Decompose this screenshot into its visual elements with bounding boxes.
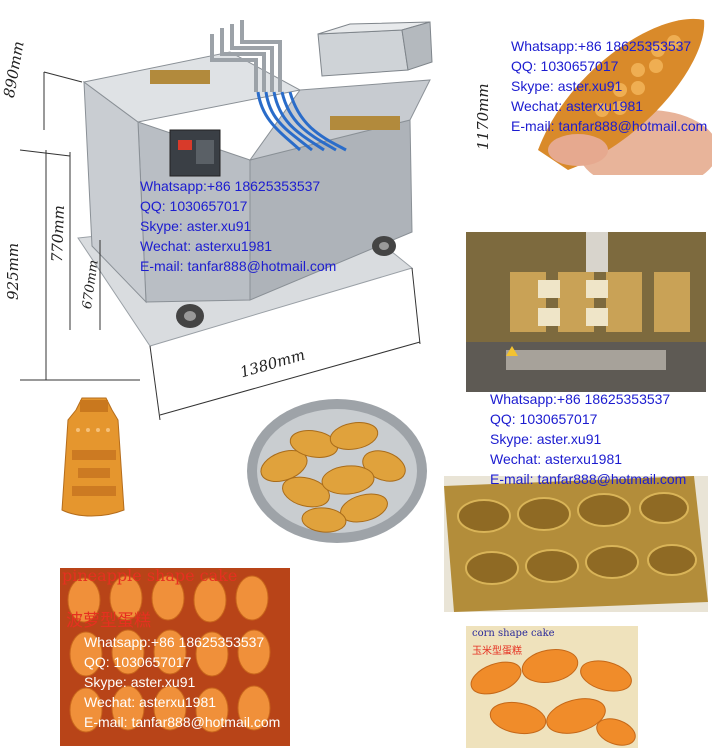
- contact-email: E-mail: tanfar888@hotmail.com: [140, 258, 337, 274]
- caption-pineapple-cn: 波萝型蛋糕: [66, 611, 151, 631]
- contact-skype: Skype: aster.xu91: [511, 78, 623, 94]
- contact-qq: QQ: 1030657017: [84, 654, 192, 670]
- dim-height-left: 925mm: [4, 242, 22, 300]
- dim-height-total: 1170mm: [474, 83, 492, 150]
- contact-email: E-mail: tanfar888@hotmail.com: [511, 118, 708, 134]
- contact-qq: QQ: 1030657017: [490, 411, 598, 427]
- photo-fish-mould-tray: [444, 476, 708, 612]
- pineapple-cake-piece: [61, 397, 125, 517]
- contact-wechat: Wechat: asterxu1981: [511, 98, 644, 114]
- photo-mould-depositor: [466, 232, 706, 392]
- contact-email: E-mail: tanfar888@hotmail.com: [84, 714, 281, 730]
- contact-skype: Skype: aster.xu91: [490, 431, 602, 447]
- contact-block-mid-right: Whatsapp:+86 18625353537 QQ: 1030657017 …: [490, 389, 686, 489]
- contact-wechat: Wechat: asterxu1981: [84, 694, 217, 710]
- contact-qq: QQ: 1030657017: [140, 198, 248, 214]
- contact-skype: Skype: aster.xu91: [84, 674, 196, 690]
- contact-qq: QQ: 1030657017: [511, 58, 619, 74]
- contact-wechat: Wechat: asterxu1981: [140, 238, 273, 254]
- caption-corn-cn: 玉米型蛋糕: [472, 646, 522, 657]
- caption-pineapple-en: pineapple shape cake: [62, 566, 238, 585]
- contact-whatsapp: Whatsapp:+86 18625353537: [490, 391, 671, 407]
- machine-illustration: [19, 20, 433, 420]
- dim-height-body: 770mm: [48, 204, 68, 263]
- contact-email: E-mail: tanfar888@hotmail.com: [490, 471, 687, 487]
- bowl-fish-cakes: [247, 399, 427, 543]
- contact-block-main: Whatsapp:+86 18625353537 QQ: 1030657017 …: [140, 176, 336, 276]
- photo-corn-cake-hand: [508, 0, 712, 175]
- contact-block-bottom-left: Whatsapp:+86 18625353537 QQ: 1030657017 …: [84, 632, 280, 732]
- contact-skype: Skype: aster.xu91: [140, 218, 252, 234]
- contact-whatsapp: Whatsapp:+86 18625353537: [140, 178, 321, 194]
- contact-block-top-right: Whatsapp:+86 18625353537 QQ: 1030657017 …: [511, 36, 707, 136]
- contact-whatsapp: Whatsapp:+86 18625353537: [511, 38, 692, 54]
- photo-corn-cakes: [466, 626, 638, 748]
- photo-pineapple-cakes: [60, 568, 290, 746]
- caption-corn-en: corn shape cake: [472, 628, 555, 639]
- contact-whatsapp: Whatsapp:+86 18625353537: [84, 634, 265, 650]
- contact-wechat: Wechat: asterxu1981: [490, 451, 623, 467]
